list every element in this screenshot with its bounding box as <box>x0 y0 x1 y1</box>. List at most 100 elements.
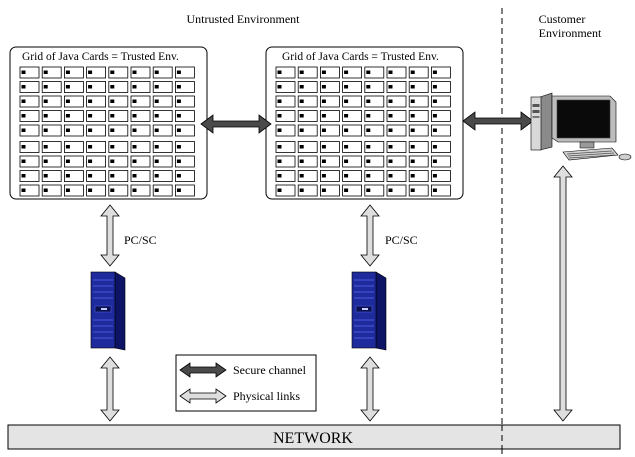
java-card-icon <box>408 184 429 197</box>
java-card-icon <box>408 141 429 153</box>
java-card-icon <box>130 110 151 122</box>
java-card-icon <box>386 141 407 153</box>
java-card-icon <box>86 124 106 137</box>
java-card-icon <box>342 110 363 122</box>
java-card-icon <box>342 124 363 137</box>
java-card-icon <box>41 110 62 122</box>
physical-link-customer-to-network <box>553 165 573 422</box>
java-card-icon <box>297 184 318 197</box>
java-card-icon <box>108 81 129 93</box>
java-card-icon <box>130 66 151 79</box>
java-card-icon <box>386 170 407 182</box>
java-card-icon <box>130 81 151 93</box>
java-card-icon <box>386 184 407 197</box>
java-card-icon <box>64 110 84 122</box>
java-card-icon <box>342 141 363 153</box>
java-card-icon <box>386 110 407 122</box>
java-card-icon <box>174 184 195 197</box>
java-card-icon <box>430 66 451 79</box>
java-card-icon <box>174 95 195 108</box>
java-card-icon <box>130 141 151 153</box>
java-card-icon <box>386 124 407 137</box>
java-card-icon <box>297 141 318 153</box>
legend-physical-links-label: Physical links <box>233 389 300 403</box>
java-card-grid-left: Grid of Java Cards = Trusted Env. <box>9 46 208 200</box>
java-card-icon <box>108 155 129 168</box>
java-card-icon <box>108 124 129 137</box>
customer-environment-label-line2: Environment <box>539 26 602 40</box>
physical-link-grid-left-to-server <box>100 204 120 267</box>
java-card-icon <box>41 66 62 79</box>
java-card-icon <box>19 110 40 122</box>
java-card-icon <box>342 184 363 197</box>
java-card-icon <box>364 170 385 182</box>
legend-secure-channel-label: Secure channel <box>233 363 307 377</box>
physical-link-grid-right-to-server <box>360 204 380 267</box>
java-card-icon <box>319 95 340 108</box>
java-card-icon <box>275 184 296 197</box>
customer-environment-label-line1: Customer <box>539 12 586 26</box>
java-card-icon <box>86 95 106 108</box>
java-card-icon <box>430 124 451 137</box>
java-card-icon <box>108 184 129 197</box>
java-card-icon <box>86 155 106 168</box>
java-card-icon <box>152 66 173 79</box>
java-card-icon <box>297 170 318 182</box>
java-card-icon <box>152 141 173 153</box>
java-card-icon <box>41 81 62 93</box>
java-card-icon <box>430 141 451 153</box>
java-card-icon <box>174 124 195 137</box>
java-card-icon <box>152 95 173 108</box>
java-card-icon <box>342 66 363 79</box>
java-card-icon <box>64 184 84 197</box>
java-card-icon <box>319 155 340 168</box>
java-card-icon <box>319 110 340 122</box>
java-card-icon <box>152 184 173 197</box>
java-card-icon <box>408 81 429 93</box>
java-card-icon <box>130 95 151 108</box>
secure-channel-arrow-grids <box>200 114 272 134</box>
java-card-icon <box>108 66 129 79</box>
java-card-icon <box>174 155 195 168</box>
java-card-icon <box>386 66 407 79</box>
java-card-icon <box>130 170 151 182</box>
java-card-icon <box>297 124 318 137</box>
java-card-icon <box>408 155 429 168</box>
java-card-icon <box>130 155 151 168</box>
java-card-icon <box>86 110 106 122</box>
java-card-icon <box>364 95 385 108</box>
network-label: NETWORK <box>273 430 353 447</box>
java-card-icon <box>430 110 451 122</box>
legend-secure-channel-swatch <box>179 362 227 378</box>
java-card-icon <box>41 124 62 137</box>
java-card-icon <box>19 141 40 153</box>
java-card-icon <box>408 66 429 79</box>
java-card-icon <box>319 66 340 79</box>
java-card-icon <box>319 170 340 182</box>
java-card-icon <box>152 155 173 168</box>
pcsc-label-right: PC/SC <box>385 233 418 247</box>
pcsc-label-left: PC/SC <box>124 233 157 247</box>
java-card-icon <box>64 66 84 79</box>
java-card-icon <box>364 155 385 168</box>
java-card-icon <box>319 81 340 93</box>
java-card-icon <box>386 95 407 108</box>
java-card-icon <box>275 81 296 93</box>
java-card-icon <box>342 81 363 93</box>
java-card-icon <box>364 124 385 137</box>
java-card-icon <box>342 155 363 168</box>
java-card-icon <box>364 184 385 197</box>
java-card-icon <box>86 184 106 197</box>
java-card-icon <box>64 95 84 108</box>
java-card-icon <box>364 66 385 79</box>
java-card-icon <box>64 141 84 153</box>
grid-left-title: Grid of Java Cards = Trusted Env. <box>22 51 179 63</box>
java-card-icon <box>174 81 195 93</box>
java-card-icon <box>19 95 40 108</box>
java-card-icon <box>19 66 40 79</box>
java-card-icon <box>319 141 340 153</box>
java-card-icon <box>64 155 84 168</box>
java-card-icon <box>108 141 129 153</box>
java-card-icon <box>41 184 62 197</box>
